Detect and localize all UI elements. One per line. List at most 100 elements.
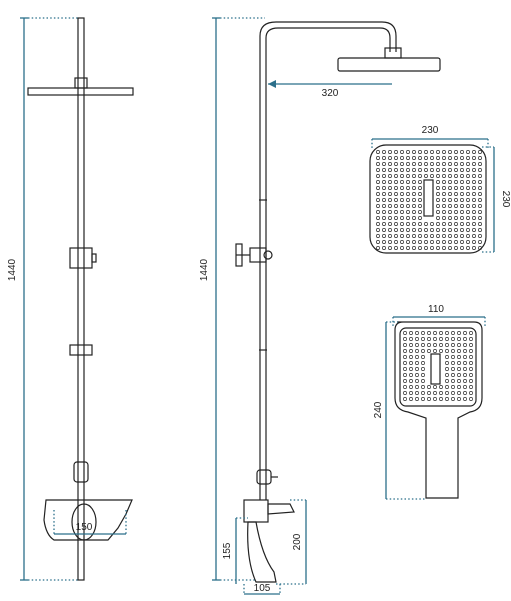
nozzle-dot — [424, 222, 428, 226]
nozzle-dot — [442, 180, 446, 184]
nozzle-dot — [454, 204, 458, 208]
nozzle-dot — [394, 222, 398, 226]
nozzle-dot — [418, 174, 422, 178]
nozzle-dot — [448, 168, 452, 172]
side-riser-outer — [259, 21, 397, 500]
nozzle-dot — [436, 246, 440, 250]
nozzle-dot — [454, 168, 458, 172]
nozzle-dot — [433, 385, 437, 389]
nozzle-dot — [433, 343, 437, 347]
nozzle-dot — [463, 385, 467, 389]
nozzle-dot — [415, 343, 419, 347]
side-holder-knob — [235, 243, 243, 267]
nozzle-dot — [382, 210, 386, 214]
nozzle-dot — [412, 246, 416, 250]
nozzle-dot — [376, 186, 380, 190]
nozzle-dot — [439, 337, 443, 341]
nozzle-dot — [400, 168, 404, 172]
nozzle-dot — [418, 156, 422, 160]
nozzle-dot — [394, 240, 398, 244]
nozzle-dot — [463, 337, 467, 341]
nozzle-dot — [478, 174, 482, 178]
nozzle-dot — [412, 204, 416, 208]
nozzle-dot — [409, 337, 413, 341]
nozzle-dot — [451, 385, 455, 389]
nozzle-dot — [406, 204, 410, 208]
nozzle-dot — [460, 156, 464, 160]
nozzle-dot — [457, 379, 461, 383]
nozzle-dot — [442, 216, 446, 220]
nozzle-dot — [406, 174, 410, 178]
nozzle-dot — [409, 331, 413, 335]
nozzle-dot — [430, 168, 434, 172]
nozzle-dot — [388, 216, 392, 220]
nozzle-dot — [406, 156, 410, 160]
nozzle-dot — [469, 355, 473, 359]
nozzle-dot — [382, 156, 386, 160]
nozzle-dot — [439, 349, 443, 353]
nozzle-dot — [472, 204, 476, 208]
nozzle-dot — [448, 162, 452, 166]
nozzle-dot — [376, 204, 380, 208]
nozzle-dot — [388, 156, 392, 160]
nozzle-dot — [394, 168, 398, 172]
nozzle-dot — [457, 337, 461, 341]
nozzle-dot — [400, 180, 404, 184]
nozzle-dot — [418, 222, 422, 226]
nozzle-dot — [430, 150, 434, 154]
nozzle-dot — [448, 192, 452, 196]
nozzle-dot — [400, 192, 404, 196]
nozzle-dot — [439, 331, 443, 335]
nozzle-dot — [466, 216, 470, 220]
nozzle-dot — [403, 355, 407, 359]
nozzle-dot — [472, 234, 476, 238]
front-diverter — [73, 461, 89, 483]
nozzle-dot — [382, 168, 386, 172]
nozzle-dot — [442, 246, 446, 250]
nozzle-dot — [466, 168, 470, 172]
nozzle-dot — [433, 349, 437, 353]
nozzle-dot — [394, 234, 398, 238]
nozzle-dot — [451, 355, 455, 359]
nozzle-dot — [409, 391, 413, 395]
nozzle-dot — [436, 210, 440, 214]
nozzle-dot — [376, 246, 380, 250]
nozzle-dot — [478, 150, 482, 154]
nozzle-dot — [400, 246, 404, 250]
nozzle-dot — [445, 361, 449, 365]
nozzle-dot — [445, 343, 449, 347]
nozzle-dot — [427, 343, 431, 347]
nozzle-dot — [442, 156, 446, 160]
nozzle-dot — [430, 246, 434, 250]
nozzle-dot — [442, 162, 446, 166]
nozzle-dot — [418, 228, 422, 232]
nozzle-dot — [439, 343, 443, 347]
nozzle-dot — [439, 385, 443, 389]
nozzle-dot — [466, 198, 470, 202]
nozzle-dot — [460, 186, 464, 190]
nozzle-dot — [415, 373, 419, 377]
nozzle-dot — [388, 240, 392, 244]
nozzle-dot — [421, 385, 425, 389]
nozzle-dot — [454, 198, 458, 202]
nozzle-dot — [472, 162, 476, 166]
nozzle-dot — [412, 222, 416, 226]
nozzle-dot — [445, 355, 449, 359]
nozzle-dot — [430, 222, 434, 226]
nozzle-dot — [463, 391, 467, 395]
nozzle-dot — [460, 174, 464, 178]
nozzle-dot — [388, 210, 392, 214]
nozzle-dot — [388, 180, 392, 184]
nozzle-dot — [421, 367, 425, 371]
nozzle-dot — [448, 222, 452, 226]
nozzle-dot — [382, 162, 386, 166]
nozzle-dot — [412, 174, 416, 178]
nozzle-dot — [418, 162, 422, 166]
nozzle-dot — [409, 367, 413, 371]
nozzle-dot — [460, 216, 464, 220]
nozzle-dot — [436, 156, 440, 160]
nozzle-dot — [418, 210, 422, 214]
nozzle-dot — [406, 222, 410, 226]
nozzle-dot — [424, 150, 428, 154]
